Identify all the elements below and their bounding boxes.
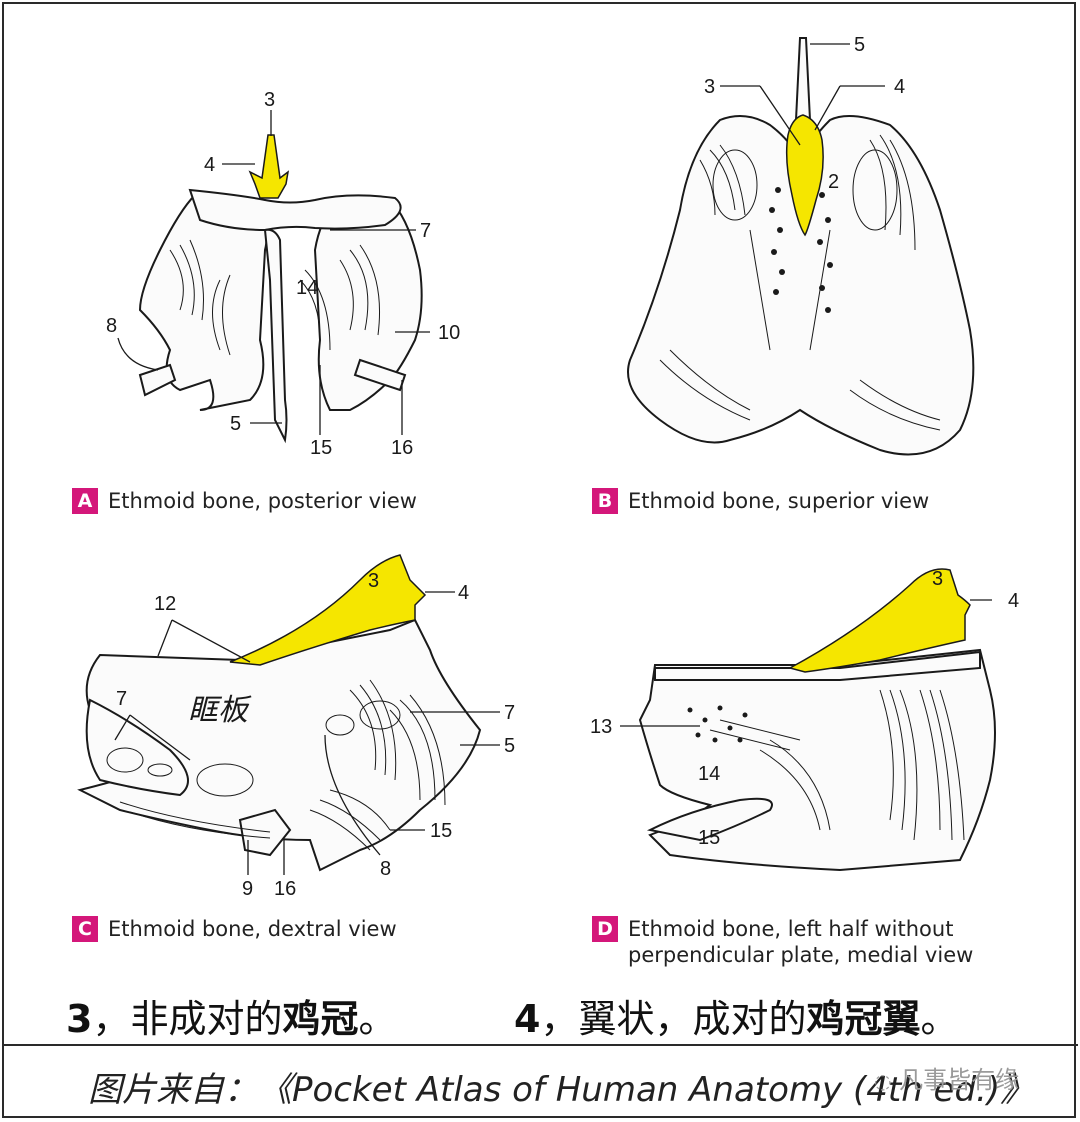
crista-galli-highlight-c [229,554,427,666]
panel-badge-b: B [592,488,618,514]
label-c-10: 16 [274,878,296,900]
label-c-5: 7 [504,702,515,724]
caption-c-text: Ethmoid bone, dextral view [108,917,397,941]
caption-d-text: Ethmoid bone, left half without perpendi… [628,916,973,968]
label-a-1: 3 [264,89,275,111]
note-left-end: 。 [358,997,397,1041]
panel-c-leaders [114,591,500,875]
note-left-sep: ， [92,997,131,1041]
caption-c: C Ethmoid bone, dextral view [72,916,397,942]
label-c-8: 8 [380,858,391,880]
watermark-text: 凡事皆有缘 [899,1066,1020,1094]
label-b-4: 2 [828,171,839,193]
note-left-number: 3 [66,997,93,1041]
label-b-1: 5 [854,34,865,56]
panel-d-drawing: 3 4 13 14 15 [590,568,1019,872]
label-c-6: 5 [504,735,515,757]
caption-a-text: Ethmoid bone, posterior view [108,489,417,513]
panel-c-drawing: 3 4 12 7 7 5 15 8 9 16 眶板 [77,554,515,900]
caption-d-line2: perpendicular plate, medial view [628,943,974,967]
label-d-5: 15 [698,827,720,849]
label-a-8: 15 [310,437,332,459]
label-a-3: 7 [420,220,431,242]
label-a-5: 8 [106,315,117,337]
caption-a: A Ethmoid bone, posterior view [72,488,417,514]
watermark: ◌ 凡事皆有缘 [874,1060,1019,1095]
panel-b-drawing: 5 3 4 2 [627,34,975,456]
label-d-3: 13 [590,716,612,738]
label-a-4: 14 [296,277,318,299]
label-a-7: 5 [230,413,241,435]
label-c-1: 3 [368,570,379,592]
label-a-2: 4 [204,154,215,176]
note-right-text: 翼状，成对的 [578,997,807,1041]
panel-a-leaders [117,110,430,435]
label-c-3: 12 [154,593,176,615]
caption-d-line1: Ethmoid bone, left half without [628,917,954,941]
note-left-bold: 鸡冠 [282,997,359,1041]
ethmoid-posterior-illustration [138,188,423,444]
source-divider [2,1044,1078,1046]
panel-b-leaders [720,43,885,146]
wechat-icon: ◌ [874,1069,892,1093]
crista-galli-highlight-d [787,568,971,673]
note-alar-process: 4，翼状，成对的鸡冠翼。 [514,988,959,1043]
caption-d: D Ethmoid bone, left half without perpen… [592,916,973,968]
note-left-text: 非成对的 [130,997,283,1041]
ethmoid-medial-illustration [638,648,996,872]
note-right-number: 4 [514,997,541,1041]
label-b-3: 4 [894,76,905,98]
caption-b-text: Ethmoid bone, superior view [628,489,930,513]
panel-badge-c: C [72,916,98,942]
label-d-1: 3 [932,568,943,590]
panel-d-leaders [620,599,992,727]
label-a-9: 16 [391,437,413,459]
label-b-2: 3 [704,76,715,98]
ethmoid-superior-illustration [627,37,975,456]
note-right-bold: 鸡冠翼 [806,997,921,1041]
label-a-6: 10 [438,322,460,344]
caption-b: B Ethmoid bone, superior view [592,488,929,514]
panel-a-drawing: 3 4 7 14 8 10 5 15 16 [106,89,460,459]
panel-badge-a: A [72,488,98,514]
label-d-4: 14 [698,763,720,785]
note-crista-galli: 3，非成对的鸡冠。 [66,988,397,1043]
label-c-7: 15 [430,820,452,842]
label-c-4: 7 [116,688,127,710]
label-c-2: 4 [458,582,469,604]
panel-badge-d: D [592,916,618,942]
label-c-9: 9 [242,878,253,900]
orbital-plate-label: 眶板 [188,693,252,728]
label-d-2: 4 [1008,590,1019,612]
note-right-end: 。 [920,997,959,1041]
ethmoid-dextral-illustration [77,618,482,872]
note-right-sep: ， [540,997,579,1041]
crista-galli-highlight-b [785,114,824,237]
crista-galli-highlight [248,134,290,199]
source-credit: 图片来自：《Pocket Atlas of Human Anatomy (4th… [88,1070,1035,1110]
